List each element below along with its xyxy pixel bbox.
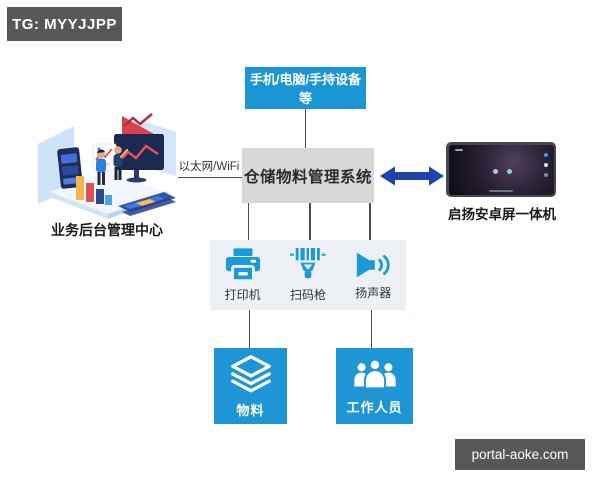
status-icon <box>543 162 548 167</box>
status-icon <box>543 152 548 157</box>
peripheral-speaker: 扬声器 <box>354 249 392 301</box>
connector-mid-2 <box>309 203 311 240</box>
back-office-illustration <box>38 113 176 219</box>
printer-label: 打印机 <box>224 287 261 302</box>
node-client-devices: 手机/电脑/手持设备等 <box>245 67 366 109</box>
connector-mid-3 <box>369 203 371 240</box>
app-icon <box>492 168 498 174</box>
materials-label: 物料 <box>236 403 265 418</box>
double-arrow-icon <box>380 166 444 186</box>
speaker-label: 扬声器 <box>355 286 392 300</box>
node-wms-system: 仓储物料管理系统 <box>242 148 374 203</box>
scanner-label: 扫码枪 <box>289 287 326 302</box>
app-icon <box>506 168 512 174</box>
connector-mid-1 <box>247 203 249 240</box>
status-icon <box>543 172 548 177</box>
nav-bar <box>488 189 513 192</box>
tg-badge: TG: MYYJJPP <box>7 7 122 41</box>
tablet-screen <box>448 144 554 195</box>
status-text <box>454 148 463 151</box>
connector-top <box>304 109 306 148</box>
watermark-text: portal-aoke.com <box>471 447 569 462</box>
node-wms-system-label: 仓储物料管理系统 <box>243 168 372 186</box>
monitor-graphic <box>114 134 164 170</box>
printer-icon <box>225 247 260 282</box>
people-icon <box>353 358 396 390</box>
tg-badge-text: TG: MYYJJPP <box>12 15 117 33</box>
ethernet-wifi-label: 以太网/WiFi <box>178 161 240 173</box>
connector-bottom-1 <box>248 310 250 348</box>
peripheral-scanner: 扫码枪 <box>289 247 327 303</box>
connector-left <box>178 176 242 178</box>
connector-bottom-2 <box>370 310 372 348</box>
person-graphic <box>113 146 129 180</box>
node-client-devices-label: 手机/电脑/手持设备等 <box>249 72 362 106</box>
peripheral-printer: 打印机 <box>224 247 262 303</box>
speaker-icon <box>357 252 390 278</box>
node-materials: 物料 <box>214 348 287 424</box>
staff-label: 工作人员 <box>346 400 403 415</box>
person-graphic <box>96 149 106 185</box>
barcode-scanner-icon <box>290 247 326 278</box>
left-node-label: 业务后台管理中心 <box>51 222 163 238</box>
node-staff: 工作人员 <box>336 348 413 424</box>
watermark: portal-aoke.com <box>455 439 585 470</box>
layers-icon <box>230 355 271 393</box>
right-node-label: 启扬安卓屏一体机 <box>448 207 556 222</box>
android-tablet-device <box>446 142 556 197</box>
peripherals-panel: 打印机 扫码枪 扬声器 <box>210 240 406 310</box>
